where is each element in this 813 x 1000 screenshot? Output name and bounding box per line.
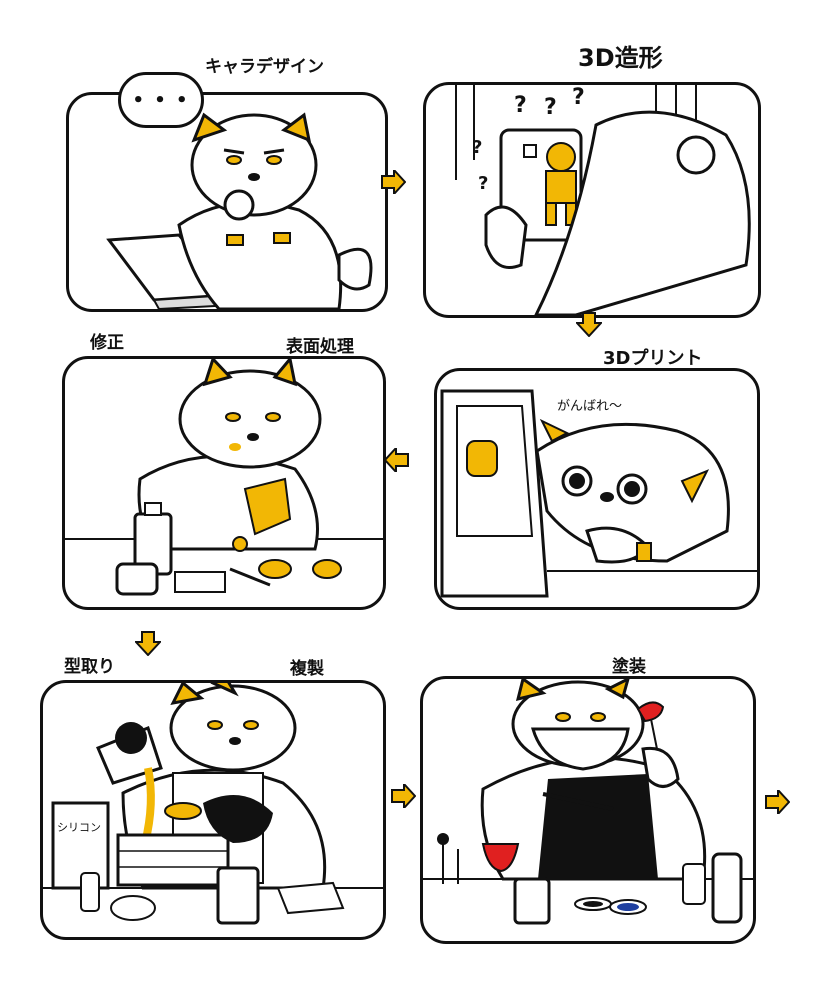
silicone-bucket-label: シリコン bbox=[57, 821, 101, 834]
panel-mold-making-duplication: シリコン bbox=[40, 680, 386, 940]
mold-making-illustration bbox=[43, 683, 383, 925]
arrow-left-icon bbox=[384, 448, 409, 472]
question-mark-5: ? bbox=[478, 173, 489, 194]
thinking-speech-bubble: • • • bbox=[118, 72, 204, 128]
panel-3d-modeling: ? ? ? ? ? bbox=[423, 82, 761, 318]
panel-painting bbox=[420, 676, 756, 944]
step-label-mold-making: 型取り bbox=[64, 657, 115, 677]
step-label-correction: 修正 bbox=[90, 333, 124, 353]
ellipsis-text: • • • bbox=[132, 89, 190, 111]
panel-correction-surface-finish bbox=[62, 356, 386, 610]
arrow-right-icon bbox=[765, 790, 790, 814]
arrow-right-icon bbox=[391, 784, 416, 808]
3d-modeling-illustration bbox=[455, 85, 751, 315]
arrow-down-icon bbox=[135, 631, 161, 656]
step-label-surface-finish: 表面処理 bbox=[286, 337, 354, 357]
arrow-down-icon bbox=[576, 312, 602, 337]
character-design-illustration bbox=[106, 112, 373, 309]
question-mark-3: ? bbox=[572, 85, 585, 110]
arrow-right-icon bbox=[381, 170, 406, 194]
panel-3d-printing: がんばれ～ bbox=[434, 368, 760, 610]
question-mark-4: ? bbox=[472, 137, 483, 158]
correction-illustration bbox=[65, 359, 383, 596]
panel-character-design bbox=[66, 92, 388, 312]
question-mark-2: ? bbox=[544, 95, 557, 120]
step-label-duplication: 複製 bbox=[290, 659, 324, 679]
question-mark-1: ? bbox=[514, 93, 527, 118]
3d-printing-illustration bbox=[440, 389, 757, 598]
step-label-painting: 塗装 bbox=[612, 657, 646, 677]
step-label-3d-printing: 3Dプリント bbox=[603, 348, 703, 369]
cheer-text: がんばれ～ bbox=[557, 399, 623, 414]
painting-illustration bbox=[423, 679, 753, 925]
step-label-3d-modeling: 3D造形 bbox=[578, 44, 663, 72]
step-label-character-design: キャラデザイン bbox=[205, 57, 324, 77]
